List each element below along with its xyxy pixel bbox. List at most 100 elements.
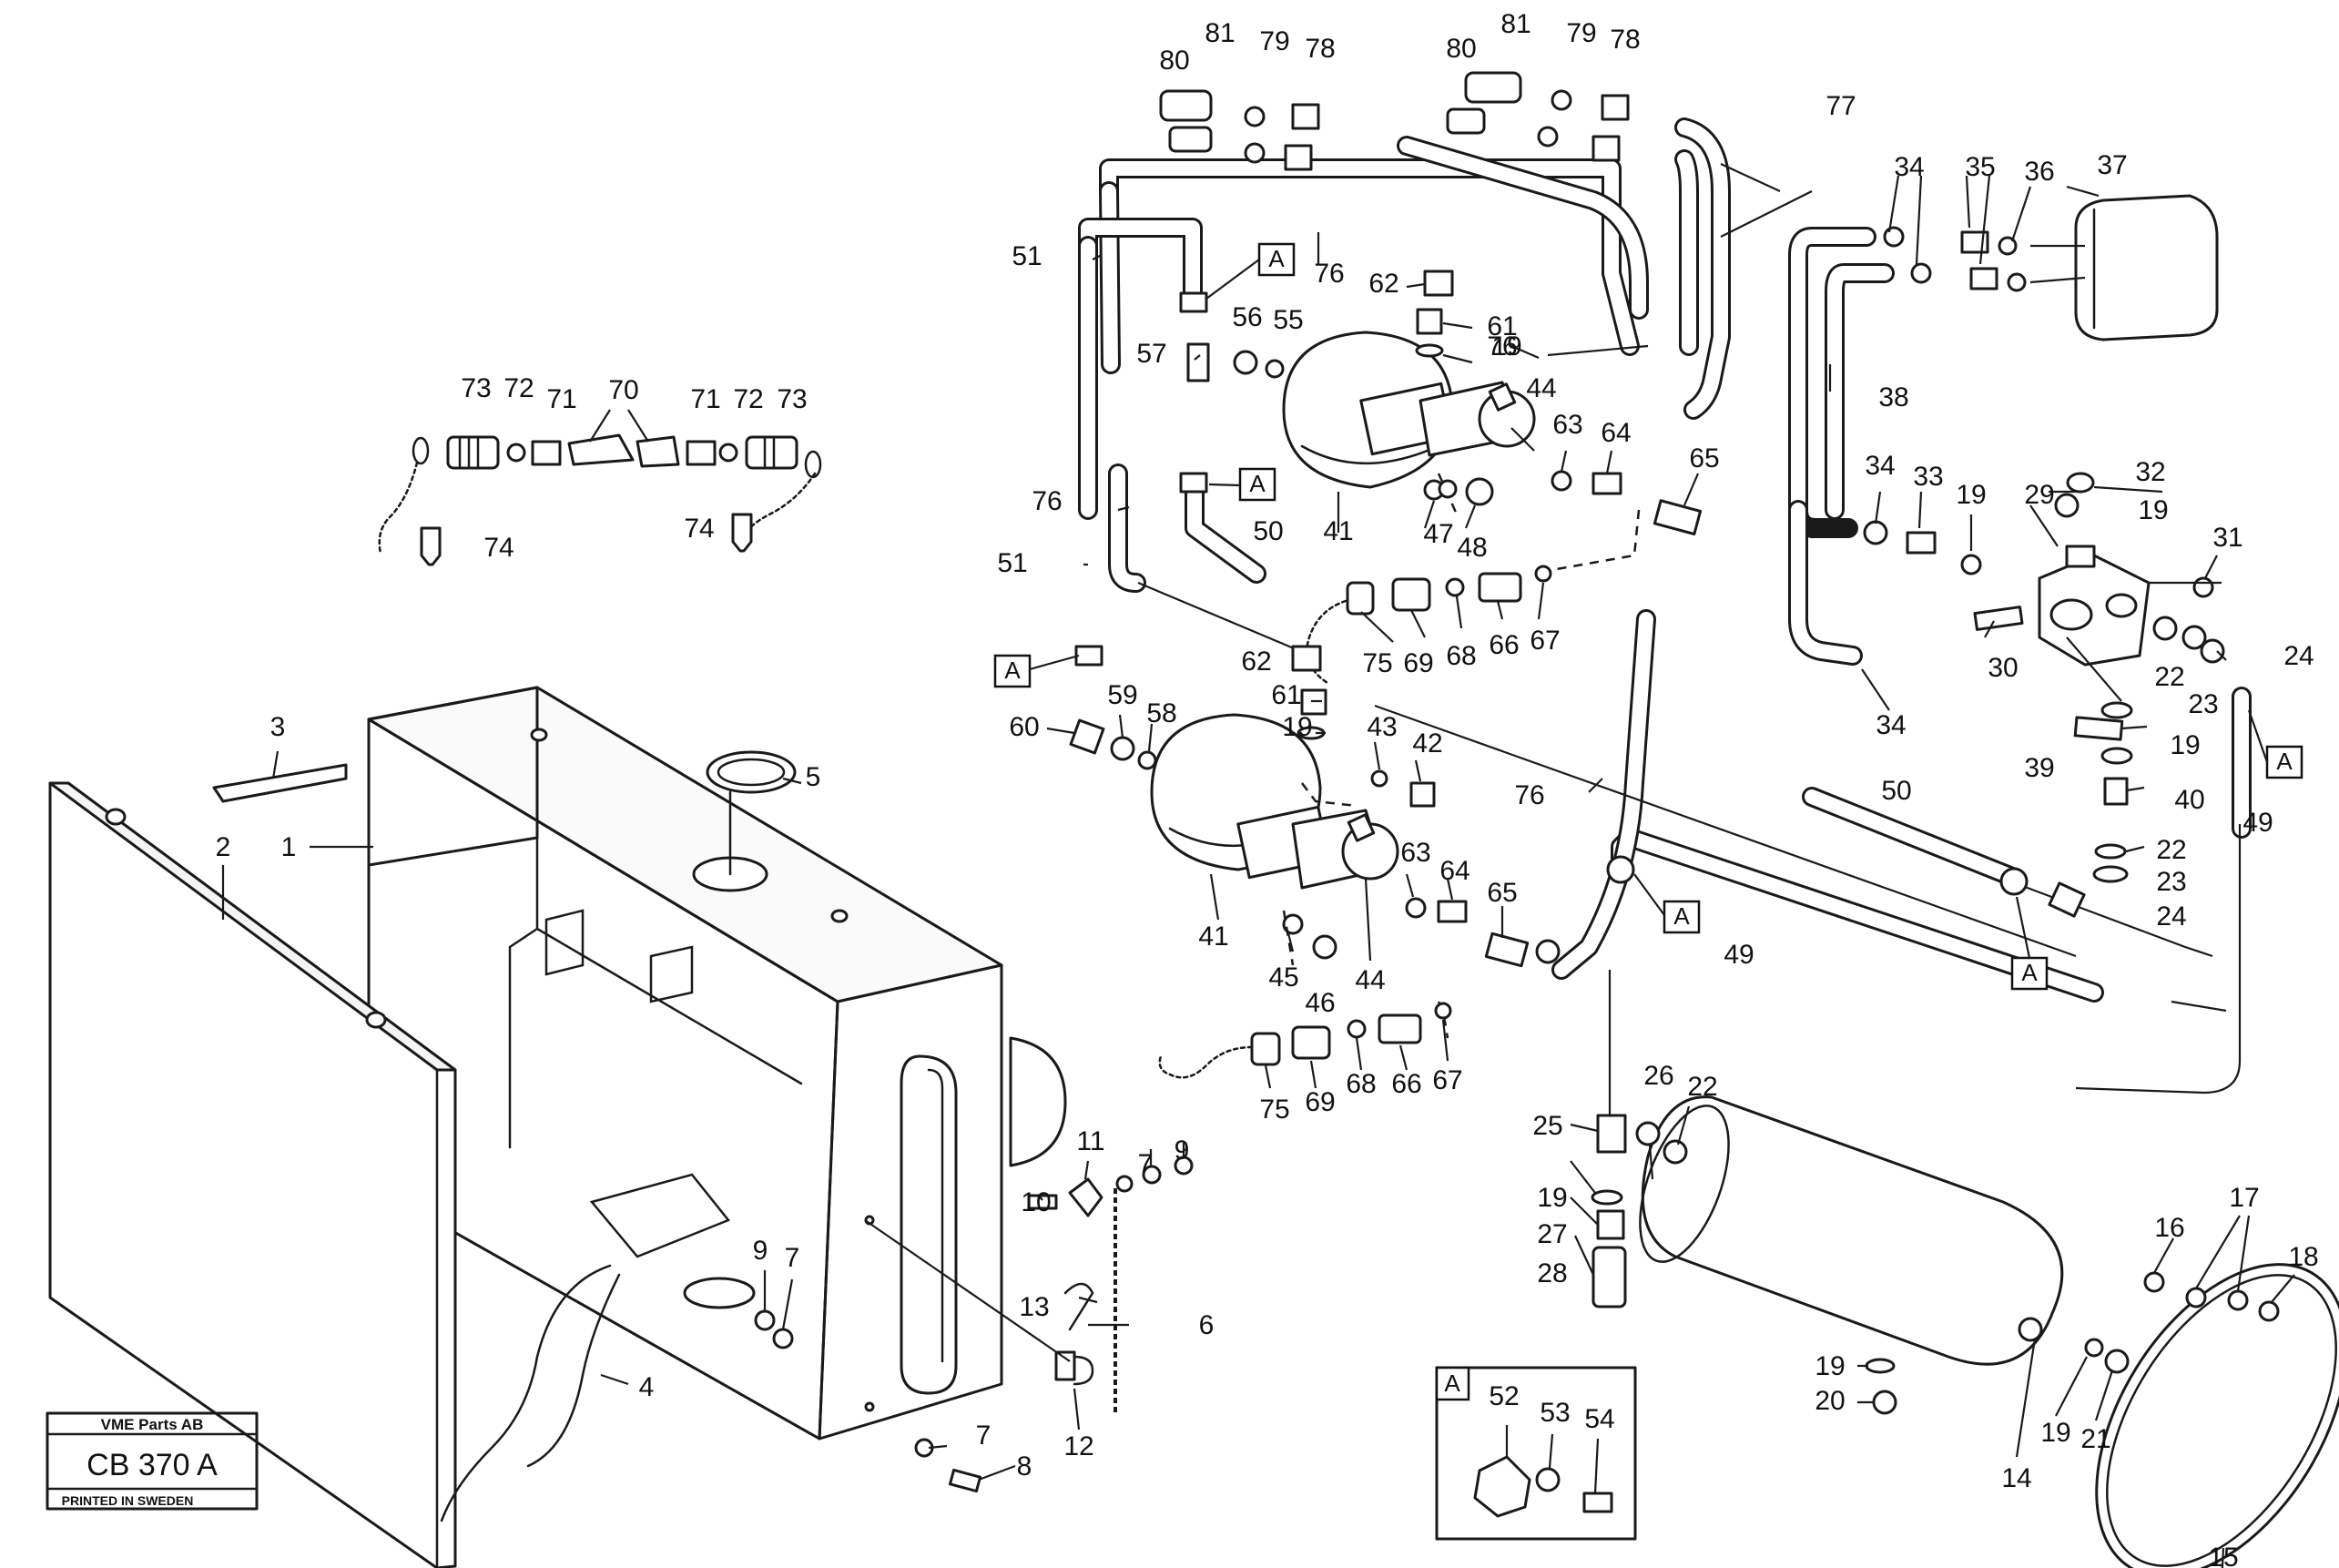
part-label: 74 bbox=[483, 533, 514, 563]
part-label: 24 bbox=[2283, 641, 2314, 671]
part-label: 67 bbox=[1530, 626, 1560, 656]
air-tank bbox=[1591, 970, 2339, 1568]
tool-box-assembly bbox=[48, 686, 1194, 1568]
stamp-company: VME Parts AB bbox=[101, 1416, 204, 1433]
part-label: 56 bbox=[1232, 302, 1262, 332]
part-label: 19 bbox=[2138, 495, 2168, 525]
part-label: 78 bbox=[1305, 34, 1335, 64]
part-label: 4 bbox=[639, 1372, 655, 1402]
part-label: 38 bbox=[1878, 382, 1908, 412]
part-label: 76 bbox=[1514, 780, 1544, 810]
cover-item bbox=[1883, 194, 2219, 341]
part-label: 21 bbox=[2080, 1424, 2110, 1454]
part-label: 69 bbox=[1403, 648, 1433, 678]
part-label: 19 bbox=[1537, 1183, 1567, 1213]
part-label: 31 bbox=[2212, 523, 2242, 553]
part-label: 19 bbox=[1491, 331, 1521, 361]
stamp-code: CB 370 A bbox=[86, 1448, 218, 1482]
part-label: 43 bbox=[1367, 712, 1397, 742]
part-label: 62 bbox=[1368, 269, 1398, 299]
part-label: 71 bbox=[690, 384, 720, 414]
part-label: 49 bbox=[2242, 808, 2273, 838]
part-label: 79 bbox=[1566, 18, 1596, 48]
part-label: 19 bbox=[2170, 730, 2200, 760]
part-label: 50 bbox=[1253, 516, 1283, 546]
part-label: 37 bbox=[2097, 150, 2127, 180]
part-label: 19 bbox=[2040, 1418, 2070, 1448]
part-label: 23 bbox=[2156, 867, 2186, 897]
part-label: 61 bbox=[1271, 680, 1301, 710]
detail-box: A bbox=[1435, 1366, 1637, 1541]
part-label: 68 bbox=[1446, 641, 1476, 671]
brake-chamber-lower bbox=[1150, 713, 1399, 966]
part-label: 44 bbox=[1526, 373, 1556, 403]
part-label: 77 bbox=[1825, 91, 1856, 121]
part-label: 36 bbox=[2024, 157, 2054, 187]
part-label: 42 bbox=[1412, 728, 1442, 759]
part-label: 55 bbox=[1273, 305, 1303, 335]
part-label: 8 bbox=[1017, 1451, 1032, 1481]
part-label: 9 bbox=[1175, 1135, 1190, 1166]
part-label: 71 bbox=[546, 384, 576, 414]
fittings bbox=[1069, 71, 2133, 1079]
part-label: 12 bbox=[1063, 1431, 1093, 1461]
part-label: 39 bbox=[2024, 753, 2054, 783]
part-label: 11 bbox=[1076, 1126, 1104, 1156]
part-label: 27 bbox=[1537, 1219, 1567, 1249]
part-label: 53 bbox=[1540, 1398, 1570, 1428]
part-label: 41 bbox=[1198, 921, 1228, 952]
part-label: 7 bbox=[1138, 1149, 1154, 1179]
ref-marker: A bbox=[2021, 959, 2038, 986]
part-label: 64 bbox=[1439, 856, 1470, 886]
part-label: 73 bbox=[461, 373, 491, 403]
part-label: 5 bbox=[806, 762, 821, 792]
ref-marker: A bbox=[1004, 657, 1021, 684]
valve-assembly bbox=[1973, 472, 2225, 667]
part-label: 76 bbox=[1487, 331, 1517, 361]
part-label: 23 bbox=[2188, 689, 2218, 719]
part-label: 33 bbox=[1913, 462, 1943, 492]
part-label: 20 bbox=[1815, 1386, 1845, 1416]
part-label: 66 bbox=[1391, 1069, 1421, 1099]
part-label: 62 bbox=[1241, 647, 1271, 677]
part-label: 80 bbox=[1446, 34, 1476, 64]
part-label: 63 bbox=[1552, 410, 1582, 440]
part-label: 1 bbox=[281, 832, 297, 862]
part-label: 18 bbox=[2288, 1242, 2318, 1272]
part-label: 17 bbox=[2229, 1183, 2259, 1213]
part-label: 48 bbox=[1457, 533, 1487, 563]
part-label: 14 bbox=[2001, 1463, 2031, 1493]
part-label: 7 bbox=[976, 1420, 992, 1451]
part-label: 52 bbox=[1489, 1381, 1519, 1411]
part-label: 15 bbox=[2208, 1543, 2238, 1568]
part-label: 10 bbox=[1021, 1187, 1051, 1217]
part-label: 74 bbox=[684, 514, 714, 544]
part-label: 66 bbox=[1489, 630, 1519, 660]
part-label: 51 bbox=[997, 548, 1027, 578]
part-label: 57 bbox=[1136, 339, 1166, 369]
ref-marker: A bbox=[1673, 902, 1690, 930]
part-label: 44 bbox=[1355, 965, 1385, 995]
brake-chamber-upper bbox=[1282, 331, 1536, 515]
part-label: 22 bbox=[2156, 835, 2186, 865]
part-label: 45 bbox=[1268, 962, 1298, 993]
part-label: 67 bbox=[1432, 1065, 1462, 1095]
part-label: 65 bbox=[1689, 443, 1719, 473]
part-label: 35 bbox=[1965, 152, 1995, 182]
part-label: 81 bbox=[1500, 9, 1531, 39]
part-label: 22 bbox=[2154, 662, 2184, 692]
part-label: 7 bbox=[785, 1243, 800, 1273]
part-label: 2 bbox=[216, 832, 231, 862]
part-label: 9 bbox=[753, 1236, 768, 1266]
part-label: 60 bbox=[1009, 712, 1039, 742]
ref-marker: A bbox=[1249, 470, 1266, 497]
part-label: 58 bbox=[1146, 698, 1176, 728]
part-label: 34 bbox=[1865, 451, 1895, 481]
part-label: 72 bbox=[503, 373, 534, 403]
part-label: 34 bbox=[1876, 710, 1906, 740]
part-label: 76 bbox=[1314, 259, 1344, 289]
part-label: 49 bbox=[1724, 940, 1754, 970]
part-label: 13 bbox=[1019, 1292, 1049, 1322]
part-label: 75 bbox=[1362, 648, 1392, 678]
